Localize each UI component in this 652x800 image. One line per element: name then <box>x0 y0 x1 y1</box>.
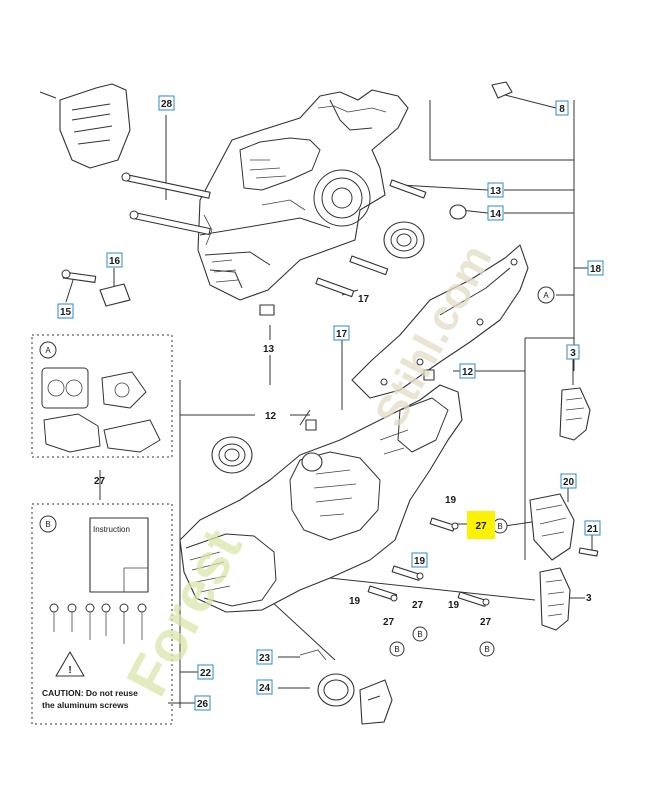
label-16[interactable]: 16 <box>106 252 123 268</box>
svg-text:22: 22 <box>200 668 212 679</box>
label-24[interactable]: 24 <box>256 679 273 695</box>
leader-lines <box>65 94 593 708</box>
label-8[interactable]: 8 <box>555 100 569 116</box>
label-27-right[interactable]: 27 <box>480 617 492 628</box>
svg-text:23: 23 <box>259 653 271 664</box>
inset-b-circle-label: B <box>45 520 50 529</box>
crankcase-upper <box>121 89 467 316</box>
svg-text:28: 28 <box>161 99 173 110</box>
svg-text:17: 17 <box>336 329 348 340</box>
callout-b-right: B <box>484 645 489 654</box>
screw-set-icons <box>49 603 147 644</box>
label-15[interactable]: 15 <box>57 303 74 319</box>
handle-part-3 <box>539 387 591 631</box>
label-19-a[interactable]: 19 <box>445 495 457 506</box>
warning-triangle-icon <box>55 651 85 677</box>
label-17[interactable]: 17 <box>333 325 350 341</box>
instruction-card-title: Instruction <box>93 525 130 534</box>
svg-text:26: 26 <box>197 699 209 710</box>
svg-text:27: 27 <box>475 521 487 532</box>
inset-a-box: A <box>31 334 173 458</box>
inset-b-box: B Instruction ! CAUTION: Do not reuse th… <box>31 503 173 725</box>
svg-text:20: 20 <box>563 477 575 488</box>
label-12-upper[interactable]: 12 <box>459 363 476 379</box>
label-3-upper[interactable]: 3 <box>566 344 580 360</box>
label-19-b[interactable]: 19 <box>411 552 428 568</box>
svg-text:24: 24 <box>259 683 271 694</box>
label-14[interactable]: 14 <box>487 205 504 221</box>
callout-circles: A B B B B <box>389 286 555 657</box>
label-18[interactable]: 18 <box>587 260 604 276</box>
svg-text:16: 16 <box>109 256 121 267</box>
label-21[interactable]: 21 <box>584 520 601 536</box>
callout-a: A <box>543 291 549 300</box>
svg-text:3: 3 <box>570 348 576 359</box>
callout-b-mid: B <box>417 630 422 639</box>
label-26[interactable]: 26 <box>194 695 211 711</box>
svg-text:21: 21 <box>587 524 599 535</box>
label-27-highlighted[interactable]: 27 <box>467 511 495 539</box>
clip-and-bolt <box>61 269 131 307</box>
label-3-lower[interactable]: 3 <box>586 593 592 604</box>
svg-text:18: 18 <box>590 264 602 275</box>
label-20[interactable]: 20 <box>560 473 577 489</box>
label-13[interactable]: 13 <box>487 182 504 198</box>
label-22[interactable]: 22 <box>197 664 214 680</box>
svg-text:13: 13 <box>490 186 502 197</box>
svg-text:12: 12 <box>462 367 474 378</box>
svg-text:8: 8 <box>559 104 565 115</box>
label-13-lower[interactable]: 13 <box>263 344 275 355</box>
lower-fittings <box>299 649 393 725</box>
label-19-d[interactable]: 19 <box>448 600 460 611</box>
part-8-cap <box>491 81 513 99</box>
inset-a-circle-label: A <box>45 346 51 355</box>
svg-text:19: 19 <box>414 556 426 567</box>
crankcase-lower <box>179 369 463 613</box>
cover-20 <box>529 493 599 561</box>
label-12-lower[interactable]: 12 <box>265 411 277 422</box>
label-27-mid[interactable]: 27 <box>412 600 424 611</box>
label-19-c[interactable]: 19 <box>349 596 361 607</box>
warning-exclamation-icon: ! <box>68 665 71 676</box>
label-23[interactable]: 23 <box>256 649 273 665</box>
caution-line-2: the aluminum screws <box>42 700 129 710</box>
label-27-left[interactable]: 27 <box>383 617 395 628</box>
screws-19 <box>367 517 490 607</box>
cylinder-plate <box>39 83 131 169</box>
callout-b-main: B <box>497 522 502 531</box>
label-28[interactable]: 28 <box>158 95 175 111</box>
callout-b-left: B <box>394 645 399 654</box>
label-27-inset[interactable]: 27 <box>94 476 106 487</box>
caution-line-1: CAUTION: Do not reuse <box>42 688 138 698</box>
svg-text:14: 14 <box>490 209 502 220</box>
label-17-plain[interactable]: 17 <box>358 294 370 305</box>
part-labels: 28 8 13 14 18 16 15 17 17 13 12 12 3 3 2… <box>57 95 604 711</box>
side-gasket-plate <box>351 244 529 399</box>
svg-text:15: 15 <box>60 307 72 318</box>
